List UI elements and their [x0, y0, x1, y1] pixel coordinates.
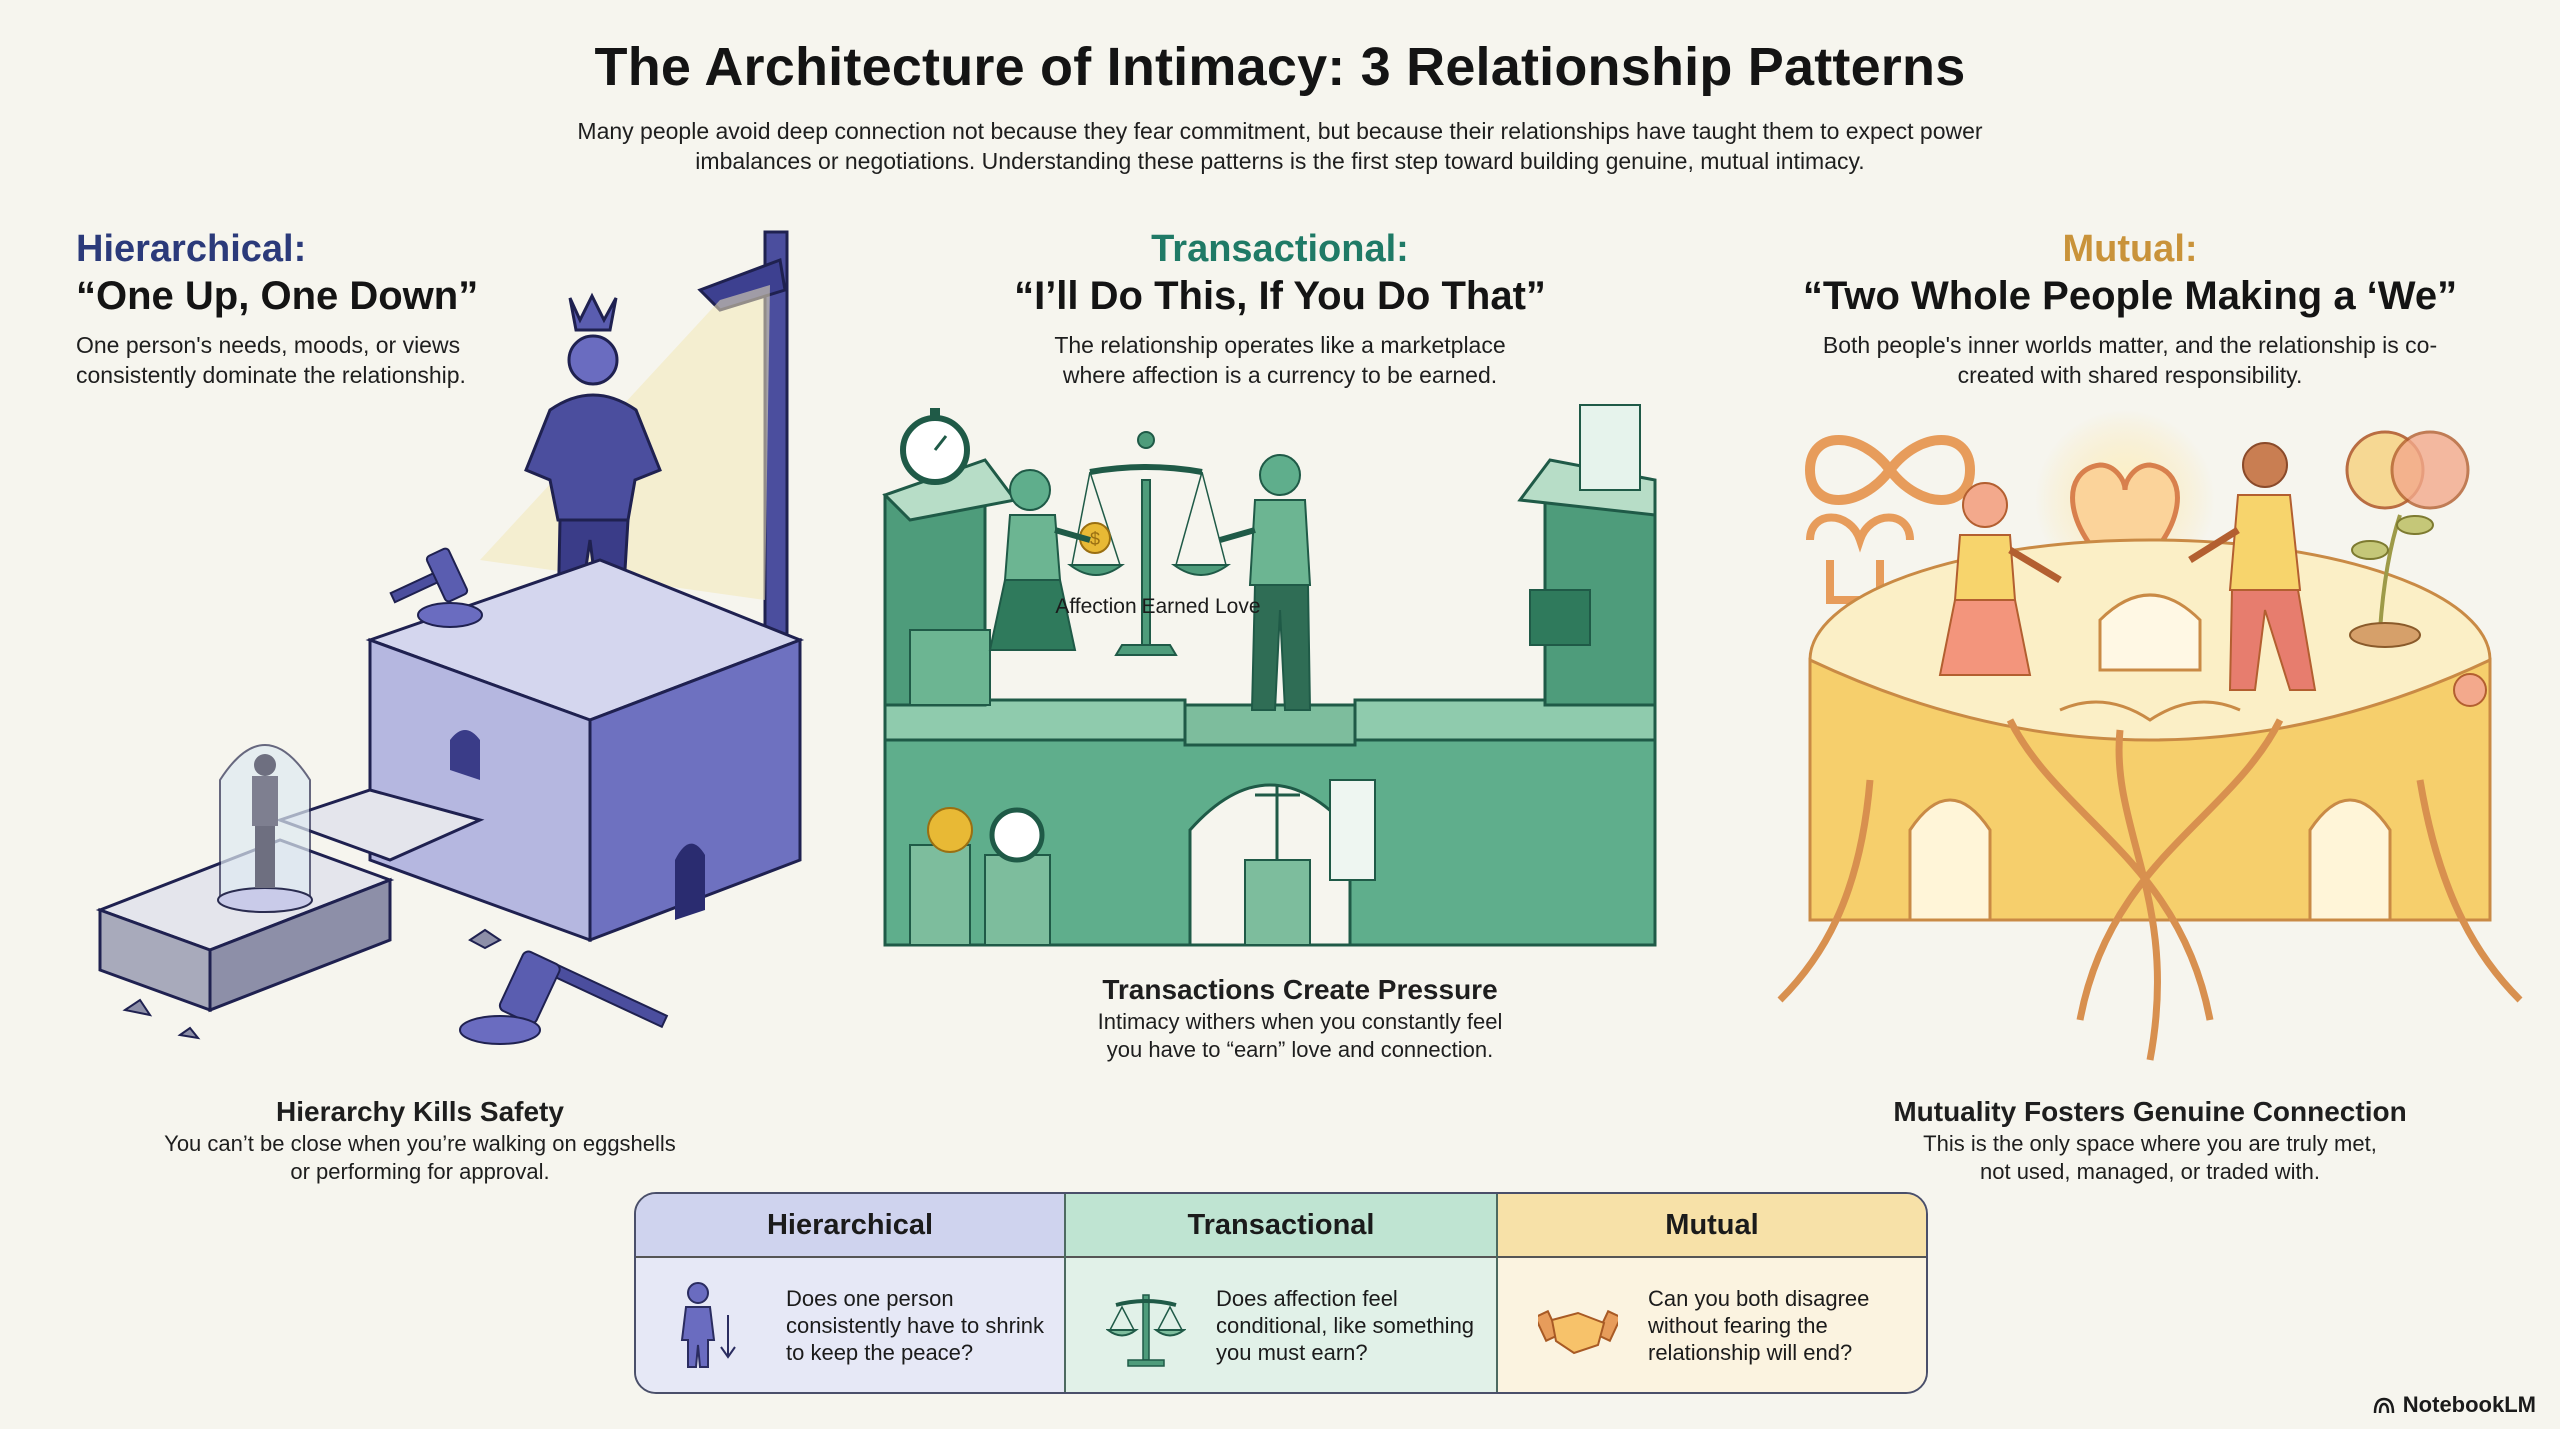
svg-text:$: $ — [1090, 529, 1100, 549]
handshake-icon — [1538, 1309, 1618, 1355]
cracked-pedestal-icon — [365, 558, 805, 943]
transactional-header: Transactional: “I’ll Do This, If You Do … — [940, 226, 1620, 390]
man-figure — [2188, 442, 2317, 691]
transactional-description: The relationship operates like a marketp… — [1054, 332, 1506, 388]
crown-icon — [568, 292, 618, 332]
gavel-icon — [389, 547, 483, 628]
affection-label: Affection — [1055, 595, 1136, 618]
comparison-table: Hierarchical Does one person consistentl… — [634, 1192, 1928, 1394]
receipt-icon — [1329, 779, 1376, 881]
mutual-quote: “Two Whole People Making a ‘We” — [1802, 274, 2458, 318]
mutual-description: Both people's inner worlds matter, and t… — [1822, 332, 2438, 388]
gavel-icon — [459, 950, 669, 1045]
comparison-column-hierarchical: Hierarchical Does one person consistentl… — [636, 1194, 1064, 1392]
hierarchical-header: Hierarchical: “One Up, One Down” One per… — [76, 226, 596, 390]
hierarchical-caption-title: Hierarchy Kills Safety — [276, 1096, 564, 1127]
comparison-question: Does affection feel conditional, like so… — [1216, 1285, 1475, 1365]
comparison-header: Mutual — [1498, 1194, 1926, 1258]
comparison-header: Hierarchical — [636, 1194, 1064, 1258]
transactional-kicker: Transactional: — [1151, 228, 1409, 270]
mutual-caption-title: Mutuality Fosters Genuine Connection — [1893, 1096, 2407, 1127]
mutual-caption-body: This is the only space where you are tru… — [1923, 1131, 2377, 1184]
receipt-icon — [1579, 404, 1641, 491]
mutual-caption: Mutuality Fosters Genuine Connection Thi… — [1800, 1094, 2500, 1186]
comparison-header: Transactional — [1066, 1194, 1496, 1258]
woman-figure — [988, 469, 1091, 651]
balance-scale-icon — [1106, 1294, 1186, 1367]
person-down-arrow-icon — [680, 1282, 736, 1368]
hierarchical-caption-body: You can’t be close when you’re walking o… — [164, 1131, 676, 1184]
hierarchical-description: One person's needs, moods, or views cons… — [76, 332, 466, 388]
infinity-icon — [1804, 435, 1976, 505]
transactional-caption: Transactions Create Pressure Intimacy wi… — [1000, 972, 1600, 1064]
glass-dome-icon — [217, 744, 313, 913]
brand-logo: NotebookLM — [2373, 1392, 2536, 1418]
hierarchical-illustration — [95, 230, 805, 1045]
overlapping-circles-icon — [2345, 430, 2470, 510]
comparison-column-mutual: Mutual Can you both disagree without fea… — [1496, 1194, 1926, 1392]
balance-scale-icon — [1067, 431, 1232, 656]
comparison-question: Can you both disagree without fearing th… — [1648, 1285, 1870, 1365]
mutual-kicker: Mutual: — [2062, 228, 2198, 270]
market-stall-icon — [882, 458, 1018, 707]
open-book-icon — [2059, 700, 2241, 722]
transactional-caption-title: Transactions Create Pressure — [1102, 974, 1498, 1005]
earned-love-label: Earned Love — [1141, 595, 1260, 618]
circular-platform — [1808, 538, 2492, 922]
hierarchical-kicker: Hierarchical: — [76, 228, 307, 270]
brand-name: NotebookLM — [2402, 1392, 2536, 1417]
mutual-header: Mutual: “Two Whole People Making a ‘We” … — [1770, 226, 2490, 390]
hierarchical-caption: Hierarchy Kills Safety You can’t be clos… — [160, 1094, 680, 1186]
transactional-caption-body: Intimacy withers when you constantly fee… — [1097, 1009, 1503, 1062]
woman-figure — [1938, 482, 2062, 676]
market-stall-icon — [1517, 458, 1657, 707]
flower-icon — [2453, 673, 2487, 707]
notebooklm-icon — [2373, 1397, 2395, 1414]
comparison-question: Does one person consistently have to shr… — [786, 1285, 1045, 1365]
transactional-quote: “I’ll Do This, If You Do That” — [1014, 274, 1546, 318]
man-figure — [1219, 454, 1312, 711]
roots-icon — [1777, 718, 2523, 1061]
transactional-illustration: $ Affection Earned Love — [882, 404, 1657, 947]
stopwatch-icon — [984, 807, 1051, 946]
stopwatch-icon — [900, 408, 970, 485]
balance-scale-icon — [1244, 785, 1311, 946]
coin-icon — [909, 807, 973, 946]
intro-text: Many people avoid deep connection not be… — [577, 118, 1983, 174]
rubble — [122, 928, 502, 1040]
page-title: The Architecture of Intimacy: 3 Relation… — [594, 37, 1966, 97]
hierarchical-quote: “One Up, One Down” — [76, 274, 479, 318]
mutual-illustration — [1777, 410, 2523, 1061]
sprout-icon — [2349, 514, 2434, 648]
comparison-column-transactional: Transactional Does affection feel condit… — [1064, 1194, 1496, 1392]
